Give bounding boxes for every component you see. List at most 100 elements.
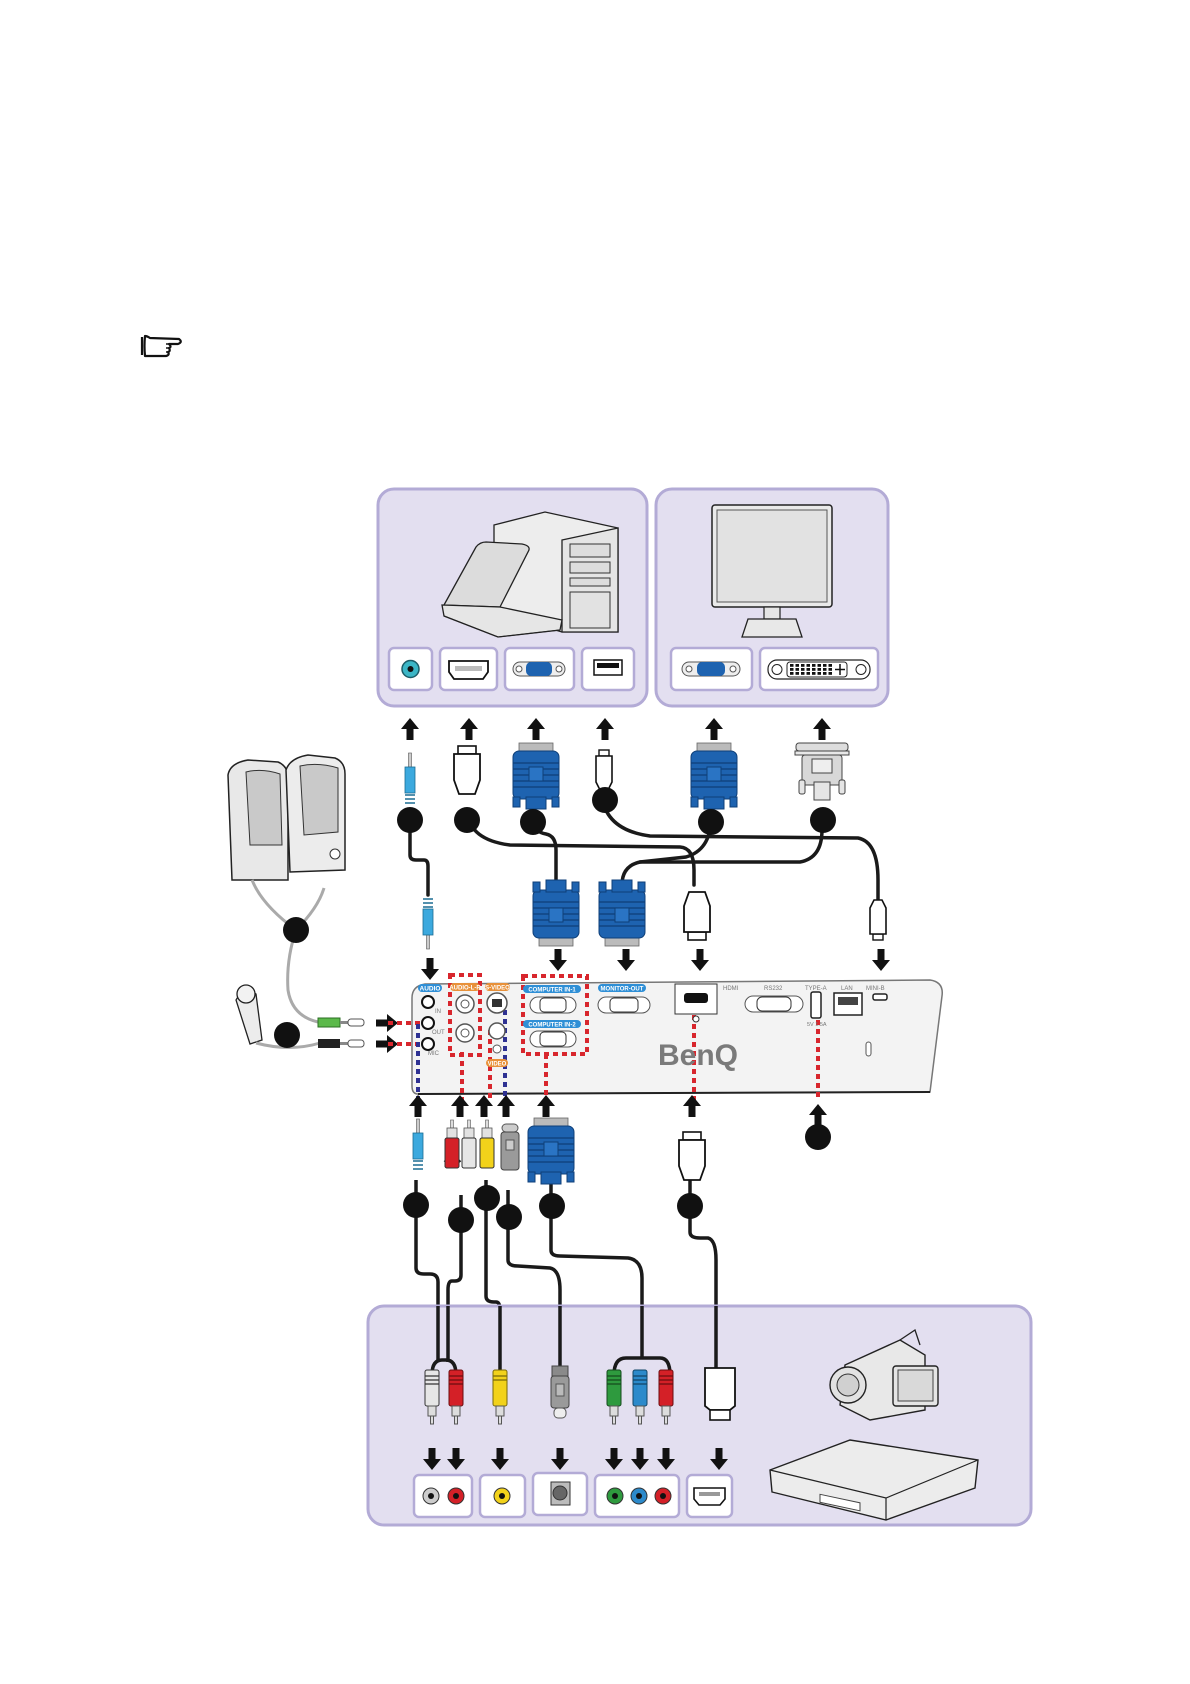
dvi-pin [812, 672, 816, 675]
computer-audio-out-port [389, 648, 432, 690]
dvi-pin [790, 664, 794, 667]
dvi-pin [796, 664, 800, 667]
projector-lan-port [834, 993, 862, 1015]
dvi-pin [807, 664, 811, 667]
top-connectors [405, 743, 849, 809]
dvi-pin [807, 672, 811, 675]
label-mini-b: MINI-B [866, 986, 885, 992]
label-hdmi: HDMI [723, 986, 739, 992]
dvi-pin [829, 668, 833, 671]
callout-audio-cable [397, 807, 423, 833]
arrow-up-hdmi [460, 718, 478, 740]
projector-mini-usb-port [873, 994, 887, 1000]
dvi-pin [823, 664, 827, 667]
dvi-pin [812, 664, 816, 667]
vga-plug-computer-in [533, 880, 579, 946]
projector-computer-in-2-port [530, 1031, 576, 1047]
computer-panel [378, 489, 647, 706]
rca-red-plug-body [445, 1138, 459, 1168]
label-in: IN [435, 1009, 441, 1015]
speaker-green-jack [318, 1018, 364, 1027]
hdmi-plug-top [454, 746, 480, 794]
label-computer-in-1: COMPUTER IN-1 [528, 988, 576, 994]
dvi-plug-top [795, 743, 849, 800]
rca-white-plug-body [462, 1138, 476, 1168]
label-rs232: RS232 [764, 986, 783, 992]
projector-down-arrows [421, 949, 890, 980]
hdmi-plug-bottom [679, 1132, 705, 1180]
monitor-vga-port [671, 648, 752, 690]
callout-mic-cable [274, 1022, 300, 1048]
vga-plug-top [513, 743, 559, 809]
label-computer-in-2: COMPUTER IN-2 [528, 1023, 576, 1029]
dvi-pin [829, 672, 833, 675]
dvi-pin [807, 668, 811, 671]
arrow-up-monitor-vga [705, 718, 723, 740]
label-monitor-out: MONITOR-OUT [601, 987, 644, 993]
callout-video [474, 1185, 500, 1211]
hdmi-plug-device [705, 1368, 735, 1420]
speaker-cable [288, 930, 318, 1022]
dvi-pin [818, 668, 822, 671]
callout-monitor-vga-cable [698, 809, 724, 835]
arrow-up-usb [596, 718, 614, 740]
callout-vga-cable [520, 809, 546, 835]
label-type-a: TYPE-A [805, 986, 827, 992]
dvi-pin [818, 672, 822, 675]
callout-speaker-cable [283, 917, 309, 943]
dvi-pin [796, 672, 800, 675]
mini-usb-plug-projector [870, 900, 886, 940]
bottom-arrows-up [409, 1095, 701, 1117]
av-component-port [595, 1475, 679, 1517]
callout-usb-a [805, 1124, 831, 1150]
computer-hdmi-port [440, 648, 497, 690]
projector-audio-jacks [422, 996, 434, 1050]
av-video-port [480, 1475, 525, 1517]
label-video: VIDEO [488, 1062, 507, 1068]
dvi-pin [823, 672, 827, 675]
projector-computer-in-1-port [530, 997, 576, 1013]
computer-vga-port [505, 648, 574, 690]
projector-monitor-out-port [598, 997, 650, 1013]
vga-plug-bottom [528, 1118, 574, 1184]
dvi-pin [801, 672, 805, 675]
dvi-pin [829, 664, 833, 667]
callout-vga-dvi-cable [810, 807, 836, 833]
bottom-projector-connectors [413, 1118, 705, 1184]
rca-yellow-plug-body [480, 1138, 494, 1168]
projector-rs232-port [745, 996, 803, 1012]
arrow-up-audio [401, 718, 419, 740]
dvi-pin [790, 668, 794, 671]
audio-mini-jack-top [405, 753, 415, 803]
callout-svideo [496, 1204, 522, 1230]
usb-plug-top [596, 750, 612, 790]
dvi-pin [796, 668, 800, 671]
dvi-pin [790, 672, 794, 675]
benq-logo: BenQ [658, 1039, 738, 1072]
arrow-up-vga [527, 718, 545, 740]
dvi-pin [818, 664, 822, 667]
callout-hdmi-bottom [677, 1193, 703, 1219]
dvi-pin [823, 668, 827, 671]
av-audio-lr-port [414, 1475, 472, 1517]
dvi-pin [801, 664, 805, 667]
rca-yellow-plug-top [480, 1120, 494, 1168]
arrow-up-dvi [813, 718, 831, 740]
hdmi-plug-projector [684, 892, 710, 940]
projector-usb-type-a-port [811, 992, 821, 1018]
top-arrows [401, 718, 831, 740]
kensington-lock-icon [866, 1042, 871, 1056]
label-out: OUT [432, 1030, 445, 1036]
label-audio: AUDIO [420, 986, 441, 993]
vga-plug-monitor-out [599, 880, 645, 946]
callout-audio-lr [448, 1207, 474, 1233]
label-svideo: S-VIDEO [485, 986, 510, 992]
callout-hdmi-cable [454, 807, 480, 833]
computer-usb-port [582, 648, 634, 690]
label-type-a-rating: 5V 1.5A [807, 1022, 827, 1028]
label-mic: MIC [428, 1051, 440, 1057]
monitor-dvi-port [760, 648, 878, 690]
rca-red-plug-top [445, 1120, 459, 1168]
